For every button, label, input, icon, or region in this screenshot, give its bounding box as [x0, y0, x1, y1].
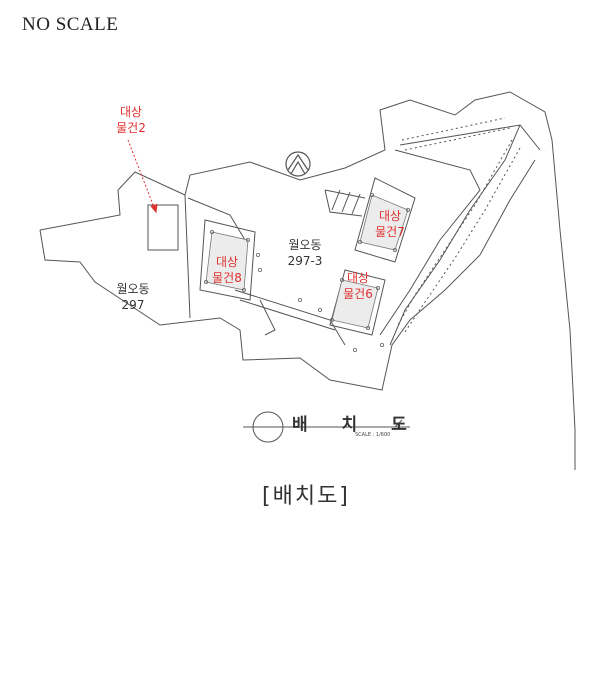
caption: [배치도] [262, 484, 350, 509]
drawing-title: 배 치 도 [292, 415, 421, 435]
site-boundary [39, 91, 576, 470]
target-arrow [127, 139, 156, 211]
north-arrow-icon [285, 151, 311, 177]
scale-note: NO SCALE [22, 14, 119, 35]
drawing-scale: SCALE : 1/600 [355, 432, 391, 438]
